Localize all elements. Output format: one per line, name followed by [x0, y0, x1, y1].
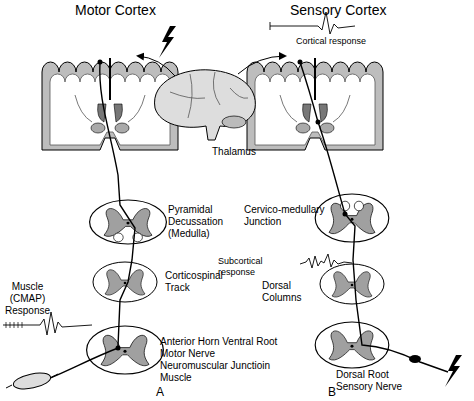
- nucleus: [354, 201, 363, 211]
- structure-label: Pyramidal Decussation (Medulla): [168, 204, 238, 240]
- structure-label: Dorsal Columns: [262, 280, 312, 304]
- trace-label: Cortical response: [296, 36, 386, 47]
- lumbar-cord-right: [315, 322, 389, 368]
- trace-label: Muscle (CMAP) Response: [0, 281, 55, 317]
- trace-label: Subcortical response: [218, 256, 300, 278]
- motor-pathway: [100, 62, 135, 346]
- structure-label: Thalamus: [212, 146, 272, 158]
- structure-label: Corticospinal Track: [165, 270, 245, 294]
- heading: Sensory Cortex: [290, 2, 410, 19]
- sensory-slice: [247, 58, 383, 150]
- structure-label: Dorsal Root Sensory Nerve: [336, 369, 408, 393]
- tendon: [6, 374, 58, 388]
- subcortical-trace: [300, 254, 352, 268]
- structure-label: Anterior Horn Ventral Root Motor Nerve N…: [160, 336, 285, 384]
- sensory-pathway: [300, 62, 448, 372]
- neuron-body: [316, 120, 321, 125]
- cerebellum: [222, 116, 246, 128]
- stimulus-bolt: [159, 26, 176, 58]
- medulla-right: [315, 194, 389, 242]
- heading: Motor Cortex: [75, 2, 185, 19]
- curved-arrow: [138, 56, 175, 76]
- cervical-cord-right: [320, 264, 384, 304]
- cervical-cord-left: [93, 262, 157, 302]
- medulla-left: [90, 200, 167, 244]
- lateral-brain: [155, 70, 256, 140]
- stimulus-bolt: [445, 355, 462, 387]
- curved-arrow: [238, 56, 285, 74]
- neuron-body: [116, 346, 121, 351]
- structure-label: Cervico-medullary Junction: [244, 204, 336, 228]
- dorsal-root-ganglion: [409, 355, 421, 363]
- panel-letter: A: [156, 385, 176, 399]
- lumbar-cord-left: [87, 326, 164, 374]
- medulla-section: [315, 194, 389, 242]
- panel-letter: B: [328, 385, 348, 399]
- motor-nerve: [50, 348, 118, 378]
- neuron-body: [343, 212, 348, 217]
- muscle: [12, 370, 52, 392]
- medulla-section: [90, 200, 167, 244]
- neuron-body: [98, 60, 103, 65]
- neuron-body: [298, 60, 303, 65]
- pyramid: [114, 233, 124, 242]
- stimulus-ticks: [6, 322, 22, 328]
- brain-sulci: [170, 72, 248, 118]
